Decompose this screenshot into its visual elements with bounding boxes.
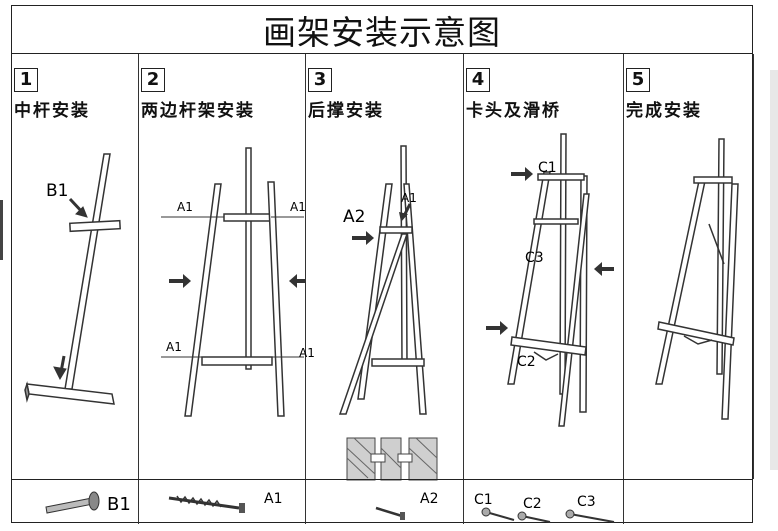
part-label-a1: A1 xyxy=(290,200,306,214)
top-clamp xyxy=(693,176,733,184)
top-crossbar xyxy=(69,219,121,233)
hardware-cell-a2: A2 xyxy=(306,480,464,524)
diagram-frame: 画架安装示意图 1 中杆安装 B1 2 两边杆架安装 xyxy=(11,5,754,524)
part-label-c2: C2 xyxy=(517,354,536,370)
left-leg xyxy=(655,180,706,385)
mid-bar xyxy=(533,218,579,225)
top-crossbar xyxy=(223,213,272,222)
left-edge-mark xyxy=(0,200,3,260)
step-1-illustration: B1 xyxy=(24,153,121,405)
left-leg xyxy=(184,183,222,417)
hardware-label-a1: A1 xyxy=(264,491,282,507)
part-label-b1: B1 xyxy=(46,181,68,201)
screw-icon xyxy=(168,495,245,513)
step-5-illustration xyxy=(655,138,739,420)
step-3-illustration: A2 A1 xyxy=(338,145,438,481)
part-label-c3: C3 xyxy=(525,250,544,266)
top-clamp xyxy=(537,173,585,181)
step-5-number: 5 xyxy=(626,68,650,92)
part-label-a1: A1 xyxy=(401,191,417,205)
bolt-icon xyxy=(45,491,100,514)
center-pole xyxy=(400,145,408,365)
screw-icon xyxy=(375,506,405,520)
center-pole xyxy=(559,133,567,395)
step-2-illustration: A1 A1 A1 A1 xyxy=(161,147,315,417)
step-4-number: 4 xyxy=(466,68,490,92)
left-leg xyxy=(507,171,551,385)
page-title: 画架安装示意图 xyxy=(263,12,501,52)
part-label-c1: C1 xyxy=(538,160,557,176)
step-1-number: 1 xyxy=(14,68,38,92)
part-label-a2: A2 xyxy=(343,207,365,227)
hardware-row: B1 A1 A2 C1 xyxy=(12,479,752,524)
hardware-cell-c: C1 C2 C3 xyxy=(464,480,624,524)
knob-screw-icon xyxy=(481,507,615,523)
step-3-panel: 3 后撑安装 A2 A1 xyxy=(306,54,464,481)
hardware-cell-b1: B1 xyxy=(12,480,139,524)
step-2-panel: 2 两边杆架安装 A1 A1 A1 A1 xyxy=(139,54,315,479)
step-4-illustration: C1 C3 C2 xyxy=(486,133,614,427)
hardware-label-c3: C3 xyxy=(577,494,596,510)
slide-bridge xyxy=(657,321,735,346)
step-2-label: 两边杆架安装 xyxy=(141,101,255,121)
step-5-panel: 5 完成安装 xyxy=(624,54,754,479)
right-leg xyxy=(403,183,427,415)
hardware-label-a2: A2 xyxy=(420,491,438,507)
step-3-number: 3 xyxy=(308,68,332,92)
part-label-a1: A1 xyxy=(299,346,315,360)
back-brace xyxy=(338,233,409,415)
slide-bridge xyxy=(510,336,587,356)
right-leg xyxy=(721,183,739,420)
arrow-icon xyxy=(169,274,306,288)
hardware-cell-a1: A1 xyxy=(139,480,306,524)
step-1-panel: 1 中杆安装 B1 xyxy=(12,54,139,479)
step-4-label: 卡头及滑桥 xyxy=(466,101,561,121)
base-bar xyxy=(371,358,425,367)
right-edge-strip xyxy=(770,70,778,470)
top-crossbar xyxy=(379,226,413,234)
hardware-label-c2: C2 xyxy=(523,496,542,512)
step-3-label: 后撑安装 xyxy=(308,101,384,121)
step-2-number: 2 xyxy=(141,68,165,92)
step-1-label: 中杆安装 xyxy=(14,101,90,121)
joint-detail-icons xyxy=(346,437,438,481)
step-5-label: 完成安装 xyxy=(626,101,702,121)
hardware-cell-empty xyxy=(624,480,754,524)
arrow-icon xyxy=(53,197,88,381)
hardware-label-b1: B1 xyxy=(107,494,131,515)
title-bar: 画架安装示意图 xyxy=(12,6,752,54)
part-label-a1: A1 xyxy=(177,200,193,214)
arrow-icon xyxy=(352,203,412,245)
center-pole xyxy=(245,147,252,370)
base-bar xyxy=(201,356,273,366)
center-pole xyxy=(64,153,111,390)
hardware-label-c1: C1 xyxy=(474,492,493,508)
arrow-icon xyxy=(486,167,614,335)
step-4-panel: 4 卡头及滑桥 C1 C3 C2 xyxy=(464,54,624,479)
screw-lines xyxy=(161,216,304,358)
part-label-a1: A1 xyxy=(166,340,182,354)
